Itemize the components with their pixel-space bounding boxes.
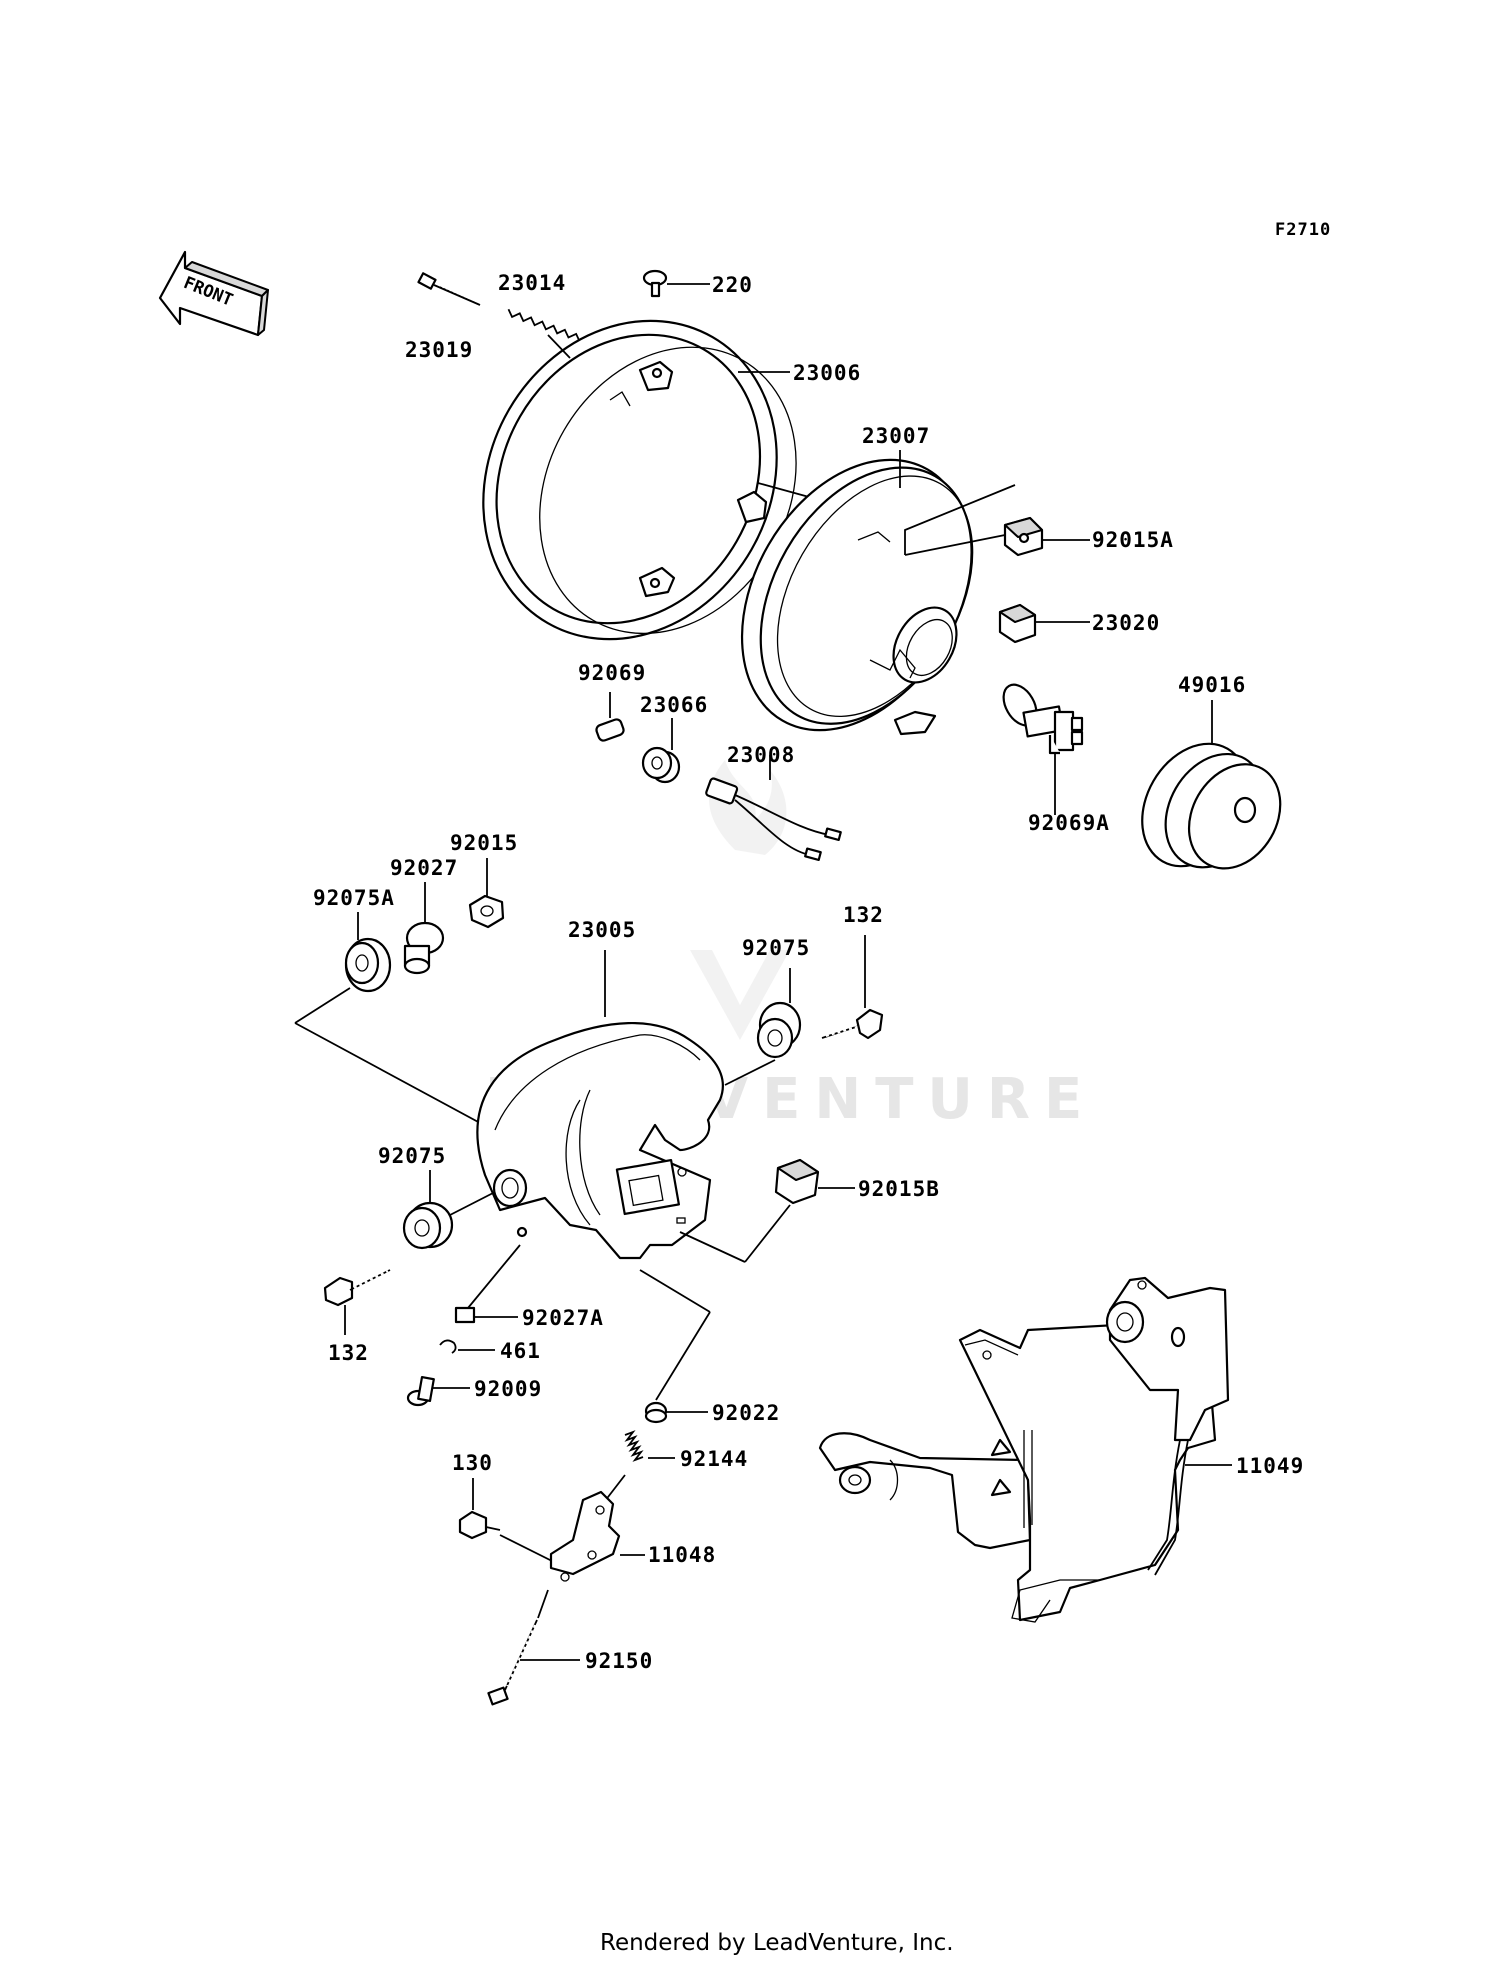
washer-92022	[639, 1269, 711, 1424]
label-92027A: 92027A	[522, 1306, 604, 1330]
label-132-right: 132	[843, 903, 884, 927]
bolt-132-left	[323, 1269, 391, 1335]
label-23006: 23006	[793, 361, 861, 385]
headlight-rim-23006	[482, 319, 821, 641]
label-92015A: 92015A	[1092, 528, 1174, 552]
label-92150: 92150	[585, 1649, 653, 1673]
label-23008: 23008	[727, 743, 795, 767]
footer-credit: Rendered by LeadVenture, Inc.	[600, 1930, 954, 1956]
label-92144: 92144	[680, 1447, 748, 1471]
label-92069A: 92069A	[1028, 811, 1110, 835]
grommet-92075-left	[402, 1170, 496, 1250]
label-132-left: 132	[328, 1341, 369, 1365]
reflector-23007	[740, 450, 1016, 736]
front-direction-arrow: FRONT	[158, 250, 269, 337]
screw-23019	[417, 272, 481, 306]
line-92075A	[294, 987, 351, 1024]
rubber-boot-49016	[1141, 700, 1282, 870]
label-92075-left: 92075	[378, 1144, 446, 1168]
label-92069: 92069	[578, 661, 646, 685]
grommet-23066	[641, 718, 681, 784]
bracket-11048	[549, 1490, 645, 1582]
figure-code: F2710	[1275, 220, 1331, 240]
label-23020: 23020	[1092, 611, 1160, 635]
label-220: 220	[712, 273, 753, 297]
label-92015: 92015	[450, 831, 518, 855]
label-23019: 23019	[405, 338, 473, 362]
label-92022: 92022	[712, 1401, 780, 1425]
label-23007: 23007	[862, 424, 930, 448]
label-461: 461	[500, 1339, 541, 1363]
label-11048: 11048	[648, 1543, 716, 1567]
bulb-92069	[595, 692, 625, 742]
socket-23008	[705, 755, 842, 862]
nut-92015B	[679, 1158, 855, 1263]
screw-220	[642, 269, 710, 298]
collar-92027	[403, 882, 445, 975]
nut-92015A	[1003, 516, 1090, 557]
headlight-housing-23005	[476, 950, 776, 1260]
label-130: 130	[452, 1451, 493, 1475]
grommet-92075A	[344, 912, 392, 993]
spring-23014	[507, 308, 581, 342]
screw-92150	[487, 1589, 580, 1706]
screw-92009	[406, 1376, 470, 1407]
label-23005: 23005	[568, 918, 636, 942]
grommet-92075-right	[756, 968, 802, 1059]
label-11049: 11049	[1236, 1454, 1304, 1478]
label-23066: 23066	[640, 693, 708, 717]
mounting-bracket-11049	[818, 1276, 1232, 1623]
label-92075-right: 92075	[742, 936, 810, 960]
collar-92027A	[454, 1244, 521, 1324]
halogen-bulb-92069A	[1002, 683, 1084, 815]
label-49016: 49016	[1178, 673, 1246, 697]
label-92075A: 92075A	[313, 886, 395, 910]
label-92015B: 92015B	[858, 1177, 940, 1201]
label-92009: 92009	[474, 1377, 542, 1401]
clip-461	[439, 1339, 495, 1354]
bolt-132-right	[821, 935, 884, 1040]
nut-23020	[998, 603, 1090, 644]
label-23014: 23014	[498, 271, 566, 295]
spring-92144	[624, 1430, 644, 1462]
watermark-logo	[690, 760, 790, 1040]
bolt-130	[458, 1478, 561, 1566]
nut-92015	[468, 858, 505, 929]
label-92027: 92027	[390, 856, 458, 880]
